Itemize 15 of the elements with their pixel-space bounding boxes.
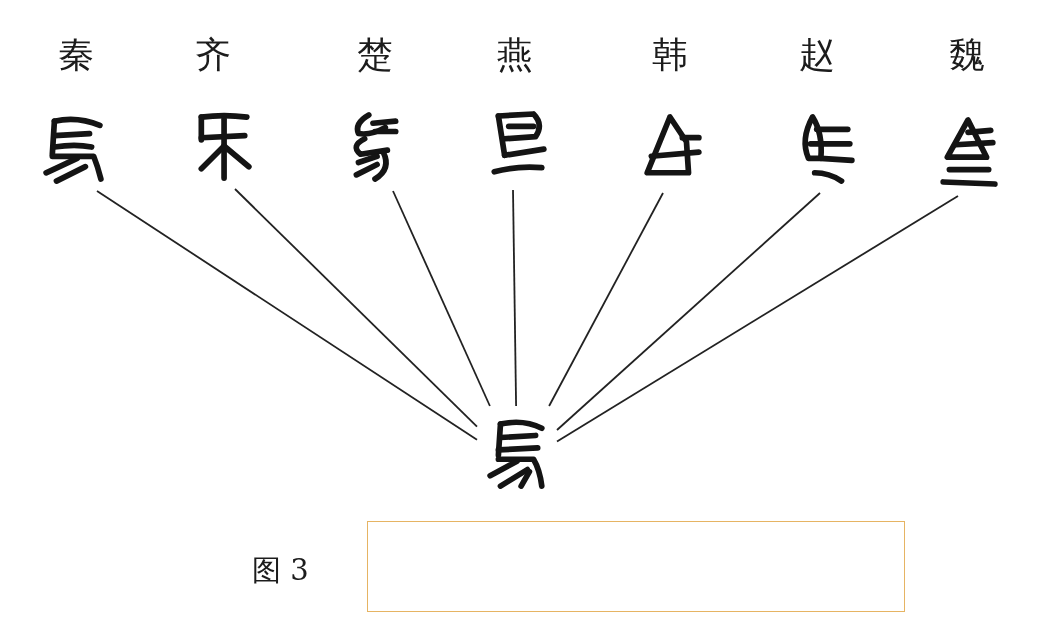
state-name-label: 赵 [799,35,835,75]
state-name-label: 韩 [652,35,688,75]
state-name-label: 齐 [195,35,231,75]
connector-line [548,192,664,407]
state-name-label: 秦 [58,35,94,75]
connector-line [556,192,821,431]
state-name-label: 楚 [357,35,393,75]
figure-caption: 图 3 [252,553,309,587]
state-name-label: 魏 [949,35,985,75]
connector-line [512,189,517,407]
state-name-label: 燕 [497,35,533,75]
connector-line [96,190,478,441]
connector-line [556,195,959,443]
connector-line [234,188,478,428]
connector-line [392,190,491,407]
